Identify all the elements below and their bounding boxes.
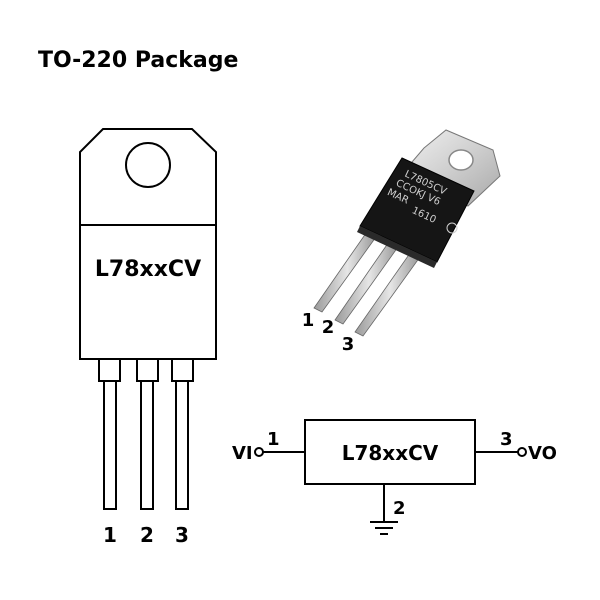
lead-3	[175, 380, 189, 510]
mounting-hole	[125, 142, 171, 188]
lead-1	[103, 380, 117, 510]
input-pin-label: 1	[267, 429, 280, 450]
outline-pin-2-label: 2	[140, 523, 154, 547]
lead-2-shoulder	[136, 358, 159, 382]
schematic-part-label: L78xxCV	[342, 441, 439, 465]
ground-pin-label: 2	[393, 498, 406, 519]
photo-pin-3-label: 3	[342, 334, 355, 355]
photo-mounting-hole	[448, 149, 474, 171]
outline-pin-1-label: 1	[103, 523, 117, 547]
ground-icon	[370, 521, 398, 535]
photo-pin-1-label: 1	[302, 310, 315, 331]
regulator-box	[304, 419, 476, 485]
input-terminal	[254, 447, 264, 457]
output-terminal	[517, 447, 527, 457]
output-label: VO	[528, 443, 557, 464]
output-pin-label: 3	[500, 429, 513, 450]
st-logo	[446, 222, 458, 234]
package-outline	[79, 128, 217, 510]
photo-pin-2-label: 2	[322, 317, 335, 338]
page-title: TO-220 Package	[38, 48, 239, 73]
lead-3-shoulder	[171, 358, 194, 382]
package-body	[79, 224, 217, 360]
input-label: VI	[232, 443, 253, 464]
schematic-symbol	[254, 419, 527, 535]
lead-2	[140, 380, 154, 510]
outline-pin-3-label: 3	[175, 523, 189, 547]
package-photo: L7805CV CCOKJ V6 MAR 1610	[313, 129, 501, 337]
outline-part-label: L78xxCV	[95, 257, 201, 282]
lead-1-shoulder	[98, 358, 121, 382]
